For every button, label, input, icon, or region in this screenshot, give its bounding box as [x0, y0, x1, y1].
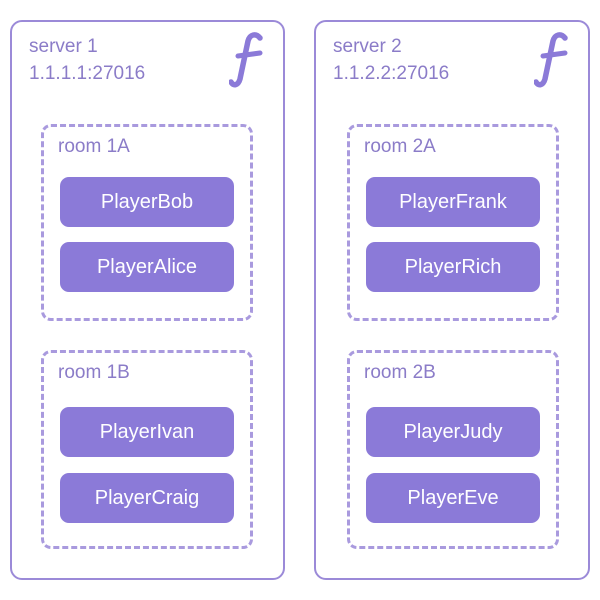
room-name: room 2A [364, 136, 436, 157]
player-chip: PlayerBob [60, 177, 234, 227]
server-name: server 1 [29, 36, 98, 57]
room-name: room 1A [58, 136, 130, 157]
function-f-icon [229, 32, 263, 88]
server-box: server 2 1.1.2.2:27016 room 2A PlayerFra… [314, 20, 590, 580]
player-chip: PlayerAlice [60, 242, 234, 292]
player-chip: PlayerIvan [60, 407, 234, 457]
player-chip: PlayerJudy [366, 407, 540, 457]
player-chip: PlayerRich [366, 242, 540, 292]
server-address: 1.1.2.2:27016 [333, 63, 450, 84]
room-box: room 2B PlayerJudy PlayerEve [347, 350, 559, 549]
server-address: 1.1.1.1:27016 [29, 63, 146, 84]
player-chip: PlayerFrank [366, 177, 540, 227]
function-f-icon [534, 32, 568, 88]
player-chip: PlayerEve [366, 473, 540, 523]
server-name: server 2 [333, 36, 402, 57]
room-box: room 1A PlayerBob PlayerAlice [41, 124, 253, 321]
room-name: room 1B [58, 362, 130, 383]
room-box: room 1B PlayerIvan PlayerCraig [41, 350, 253, 549]
room-box: room 2A PlayerFrank PlayerRich [347, 124, 559, 321]
player-chip: PlayerCraig [60, 473, 234, 523]
server-box: server 1 1.1.1.1:27016 room 1A PlayerBob… [10, 20, 285, 580]
room-name: room 2B [364, 362, 436, 383]
